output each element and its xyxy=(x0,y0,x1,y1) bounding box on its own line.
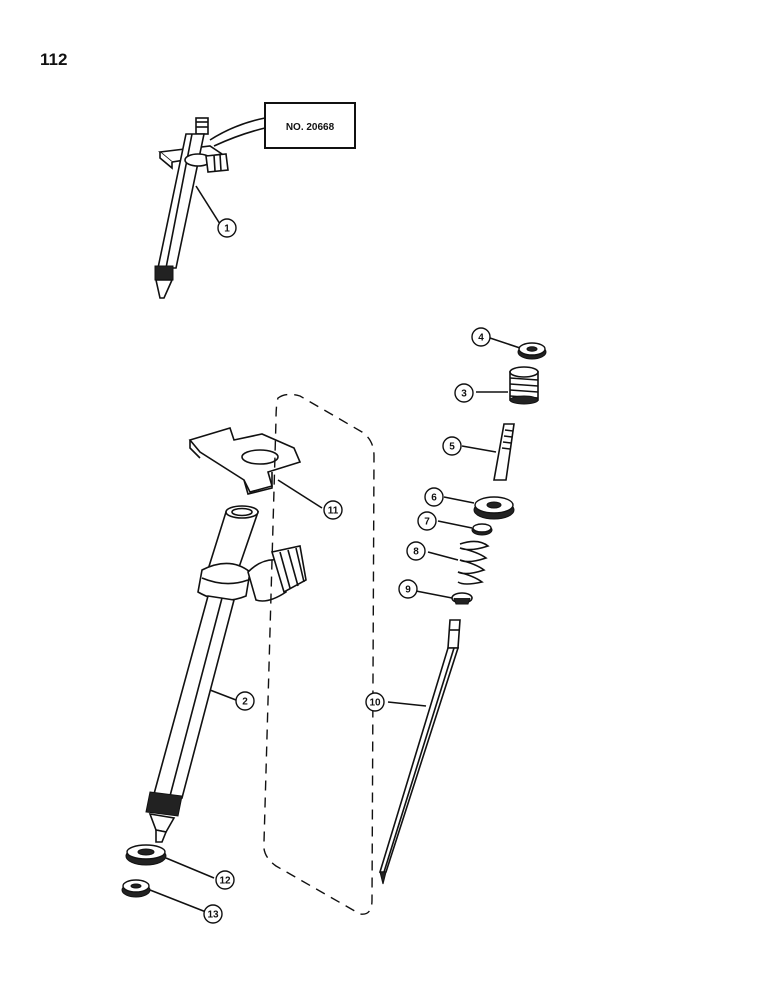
part-label-circle xyxy=(217,218,237,238)
part-number-text: 1 xyxy=(224,224,230,235)
part-label-7: 7 xyxy=(417,511,437,531)
part-number-text: 2 xyxy=(242,697,248,708)
part-label-12: 12 xyxy=(215,870,235,890)
part-label-3: 3 xyxy=(454,383,474,403)
washer-12 xyxy=(125,844,215,879)
group-boundary xyxy=(263,393,375,915)
part-label-circle xyxy=(323,500,343,520)
spring xyxy=(427,540,490,585)
part-number-text: 10 xyxy=(369,698,381,709)
part-number-text: 12 xyxy=(219,876,231,887)
part-label-9: 9 xyxy=(398,579,418,599)
part-number-text: 9 xyxy=(405,585,411,596)
part-label-circle xyxy=(454,383,474,403)
small-injector-assembly xyxy=(154,117,229,299)
adjusting-screw xyxy=(461,423,515,481)
part-number-text: 4 xyxy=(478,333,484,344)
tool-number-label: NO. 20668 xyxy=(286,122,335,133)
part-number-text: 6 xyxy=(431,493,437,504)
part-label-2: 2 xyxy=(235,691,255,711)
part-label-10: 10 xyxy=(365,692,385,712)
part-label-4: 4 xyxy=(471,327,491,347)
part-number-text: 5 xyxy=(449,442,455,453)
clamp-plate xyxy=(188,427,323,509)
spring-seat xyxy=(415,590,473,605)
part-label-circle xyxy=(417,511,437,531)
part-label-11: 11 xyxy=(323,500,343,520)
part-label-1: 1 xyxy=(217,218,237,238)
lock-nut xyxy=(489,337,547,360)
part-label-circle xyxy=(215,870,235,890)
hex-nut xyxy=(443,496,515,520)
page-number: 112 xyxy=(40,50,68,69)
part-number-text: 3 xyxy=(461,389,467,400)
part-label-8: 8 xyxy=(406,541,426,561)
part-label-circle xyxy=(365,692,385,712)
part-number-text: 13 xyxy=(207,910,219,921)
part-label-circle xyxy=(235,691,255,711)
tool-number-callout: NO. 20668 xyxy=(209,102,356,149)
part-label-6: 6 xyxy=(424,487,444,507)
part-label-circle xyxy=(203,904,223,924)
part-label-circle xyxy=(424,487,444,507)
part-number-text: 11 xyxy=(328,506,339,517)
threaded-sleeve xyxy=(476,366,539,405)
part-label-circle xyxy=(471,327,491,347)
part-label-circle xyxy=(442,436,462,456)
part-number-text: 8 xyxy=(413,547,419,558)
part-number-text: 7 xyxy=(424,517,430,528)
part-label-circle xyxy=(398,579,418,599)
spindle xyxy=(378,619,461,885)
part-label-5: 5 xyxy=(442,436,462,456)
part-label-circle xyxy=(406,541,426,561)
small-washer xyxy=(437,520,493,536)
injector-body-large xyxy=(145,505,307,843)
washer-13 xyxy=(121,879,207,913)
part-label-13: 13 xyxy=(203,904,223,924)
